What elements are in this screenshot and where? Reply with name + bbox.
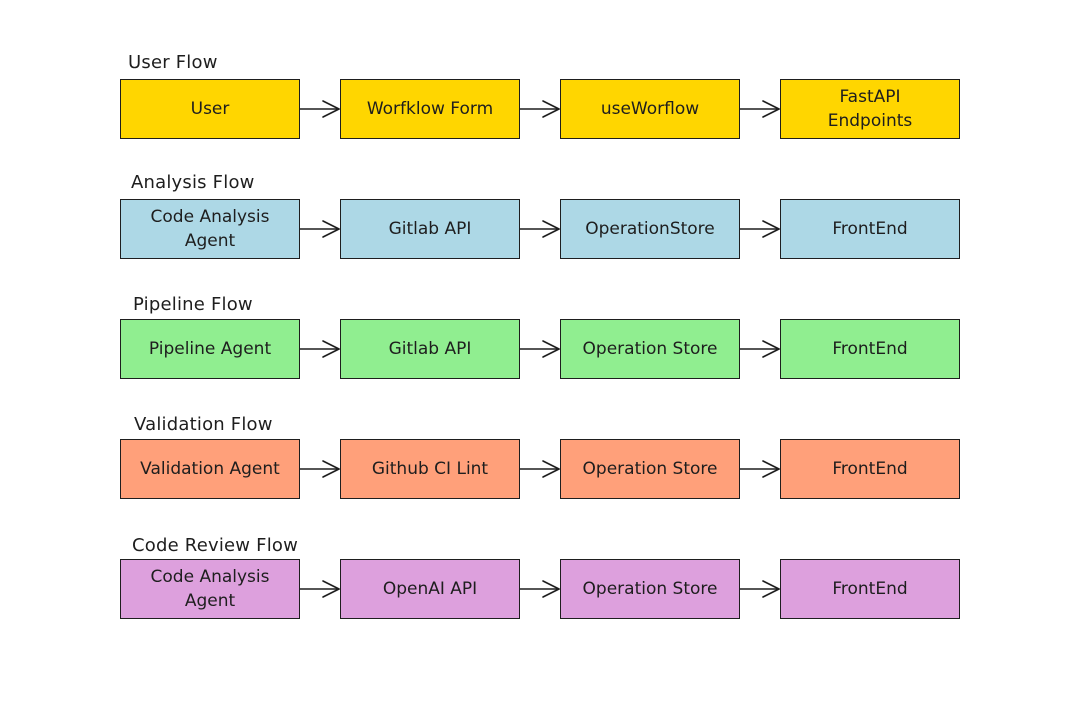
code-review-flow-arrow-2 [519,579,561,599]
pipeline-flow-arrow-1 [299,339,341,359]
validation-flow-node-frontend: FrontEnd [780,439,960,499]
code-review-flow-node-code-analysis-agent: Code Analysis Agent [120,559,300,619]
pipeline-flow-arrow-2 [519,339,561,359]
analysis-flow-title: Analysis Flow [131,172,255,193]
pipeline-flow-node-operation-store: Operation Store [560,319,740,379]
code-review-flow-title: Code Review Flow [132,535,299,556]
pipeline-flow-arrow-3 [739,339,781,359]
user-flow-node-user: User [120,79,300,139]
user-flow-node-useworflow: useWorflow [560,79,740,139]
user-flow-arrow-1 [299,99,341,119]
pipeline-flow-node-gitlab-api: Gitlab API [340,319,520,379]
analysis-flow-arrow-3 [739,219,781,239]
pipeline-flow-node-frontend: FrontEnd [780,319,960,379]
analysis-flow-node-frontend: FrontEnd [780,199,960,259]
pipeline-flow-node-pipeline-agent: Pipeline Agent [120,319,300,379]
user-flow-title: User Flow [128,52,218,73]
code-review-flow-arrow-3 [739,579,781,599]
analysis-flow-node-code-analysis-agent: Code Analysis Agent [120,199,300,259]
validation-flow-node-validation-agent: Validation Agent [120,439,300,499]
user-flow-node-worfklow-form: Worfklow Form [340,79,520,139]
validation-flow-title: Validation Flow [134,414,273,435]
user-flow-node-fastapi-endpoints: FastAPI Endpoints [780,79,960,139]
analysis-flow-node-operationstore: OperationStore [560,199,740,259]
user-flow-arrow-2 [519,99,561,119]
user-flow-arrow-3 [739,99,781,119]
code-review-flow-node-operation-store: Operation Store [560,559,740,619]
validation-flow-arrow-3 [739,459,781,479]
pipeline-flow-title: Pipeline Flow [133,294,253,315]
analysis-flow-node-gitlab-api: Gitlab API [340,199,520,259]
validation-flow-arrow-2 [519,459,561,479]
validation-flow-node-operation-store: Operation Store [560,439,740,499]
validation-flow-node-github-ci-lint: Github CI Lint [340,439,520,499]
validation-flow-arrow-1 [299,459,341,479]
code-review-flow-arrow-1 [299,579,341,599]
code-review-flow-node-frontend: FrontEnd [780,559,960,619]
analysis-flow-arrow-2 [519,219,561,239]
analysis-flow-arrow-1 [299,219,341,239]
code-review-flow-node-openai-api: OpenAI API [340,559,520,619]
